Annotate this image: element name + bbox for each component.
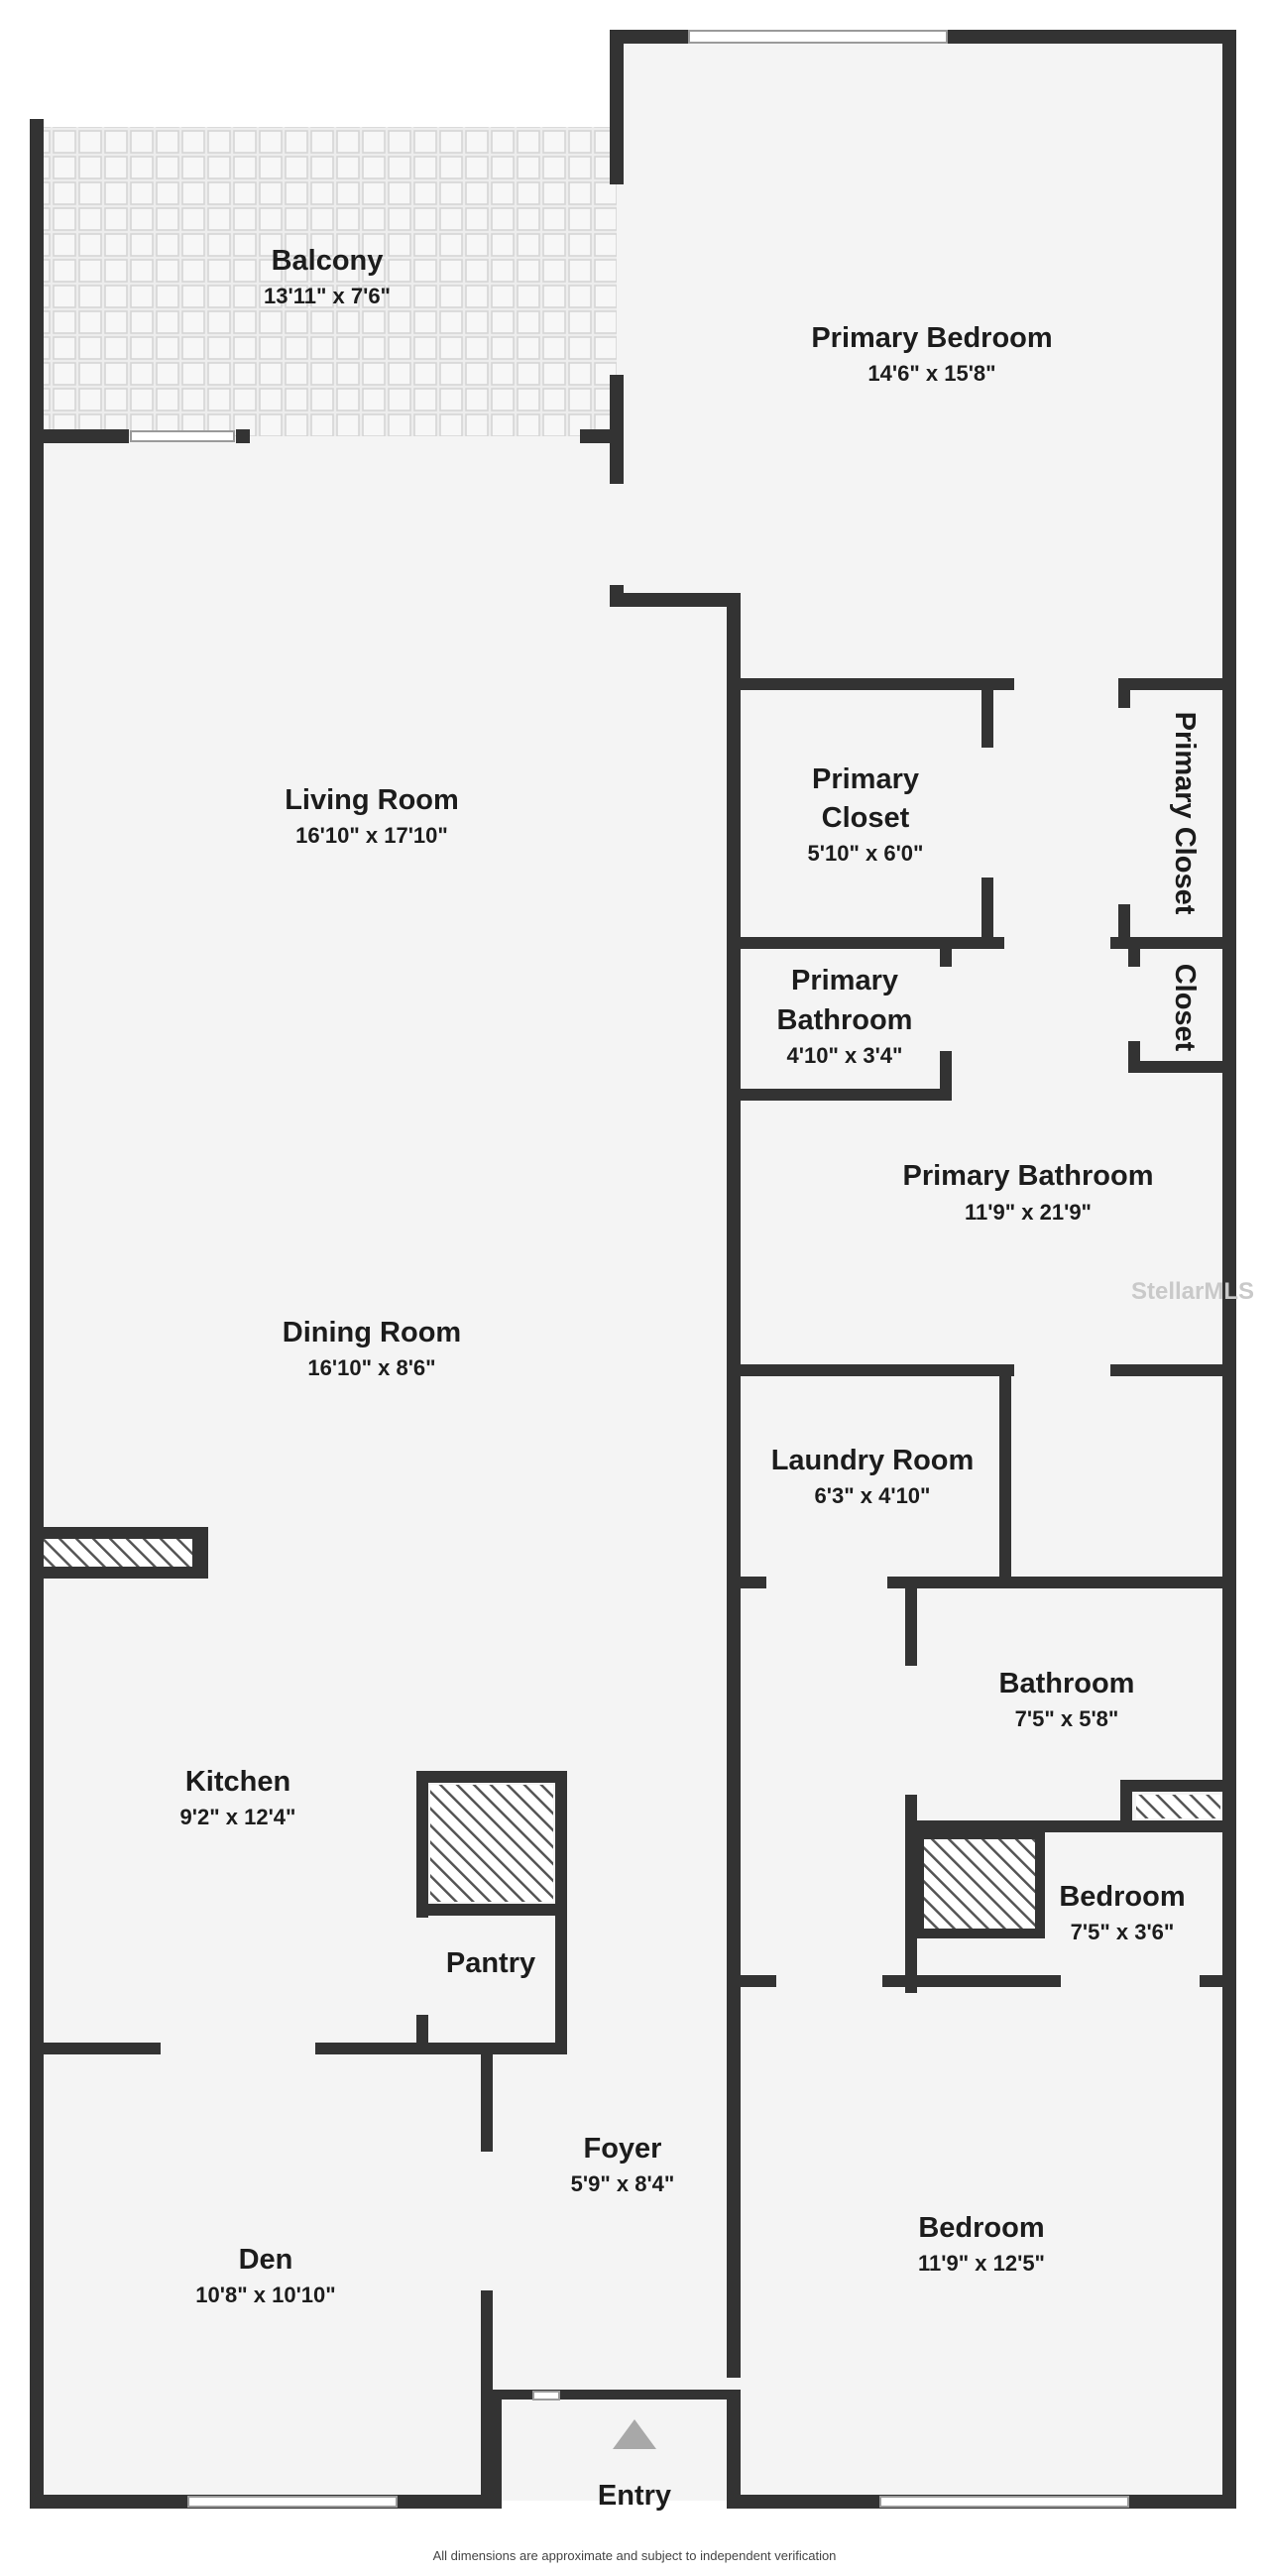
wall-bath-shelf-left	[1120, 1780, 1132, 1829]
wall-den-top-2	[315, 2043, 567, 2054]
wall-den-right-bot	[481, 2290, 493, 2509]
living-room-name: Living Room	[285, 784, 459, 816]
small-bedroom-dims: 7'5" x 3'6"	[1071, 1920, 1175, 1944]
dining-room-name: Dining Room	[283, 1317, 461, 1348]
hatch-bath-shelf	[1136, 1795, 1220, 1818]
wall-closet2-stub	[1110, 937, 1130, 949]
wall-entry-right	[727, 2390, 741, 2509]
foyer-dims: 5'9" x 8'4"	[571, 2171, 675, 2196]
pantry-name: Pantry	[446, 1947, 535, 1979]
window-balcony-living	[130, 430, 235, 442]
wall-laundry-right	[999, 1364, 1011, 1587]
wall-pbath-small-right-top	[940, 937, 952, 967]
primary-closet-vertical-name: Primary Closet	[1169, 712, 1201, 915]
den-dims: 10'8" x 10'10"	[195, 2283, 335, 2307]
wall-bath-left-top	[905, 1577, 917, 1666]
wall-primary-step	[610, 593, 739, 607]
windows	[130, 30, 1129, 2508]
wall-laundry-bottom-1	[727, 1577, 766, 1588]
wall-balcony-living-1	[30, 429, 129, 443]
wall-closet-left	[1128, 937, 1140, 967]
wall-primary-closet-right-top	[981, 678, 993, 748]
hatch-pantry	[430, 1785, 553, 1902]
wall-laundry-bottom-2	[887, 1577, 1236, 1588]
bedroom-name: Bedroom	[918, 2212, 1044, 2244]
wall-bedroom-top-3	[1200, 1975, 1236, 1987]
primary-closet-name-2: Closet	[822, 802, 910, 834]
bedroom-dims: 11'9" x 12'5"	[918, 2251, 1045, 2276]
primary-bedroom-dims: 14'6" x 15'8"	[867, 361, 995, 386]
wall-closet-left-bot	[1128, 1041, 1140, 1073]
wall-laundry-top	[727, 1364, 1014, 1376]
window-bedroom-bottom	[879, 2496, 1129, 2508]
wall-entry-top	[488, 2390, 741, 2400]
wall-spine	[727, 593, 741, 2378]
footer-disclaimer: All dimensions are approximate and subje…	[433, 2548, 837, 2563]
wall-pantry-left-top	[416, 1771, 428, 1918]
wall-den-right-top	[481, 2043, 493, 2152]
hatch-dining-closet	[44, 1539, 192, 1567]
entry-arrow-icon	[613, 2419, 656, 2449]
wall-closet-bottom	[1128, 1061, 1236, 1073]
primary-bathroom-name: Primary Bathroom	[902, 1160, 1153, 1192]
wall-primary-closet-right-bot	[981, 878, 993, 947]
primary-bathroom-small-name-1: Primary	[791, 965, 898, 996]
kitchen-dims: 9'2" x 12'4"	[180, 1805, 296, 1829]
wall-pantry-top	[416, 1771, 567, 1783]
primary-bathroom-dims: 11'9" x 21'9"	[965, 1200, 1092, 1225]
balcony-floor	[38, 127, 617, 436]
wall-primary-closet-bottom	[727, 937, 1004, 949]
wall-bath-shelf-top	[1120, 1780, 1236, 1792]
wall-bedroom-top-1	[727, 1975, 776, 1987]
room-labels: Balcony 13'11" x 7'6" Primary Bedroom 14…	[180, 245, 1201, 2512]
primary-closet-dims: 5'10" x 6'0"	[808, 841, 924, 866]
living-room-dims: 16'10" x 17'10"	[295, 823, 448, 848]
wall-primary-left-top	[610, 30, 624, 184]
hatch-small-bedroom	[914, 1829, 1045, 1938]
wall-balcony-living-2	[236, 429, 250, 443]
floors	[38, 38, 1227, 2501]
laundry-room-dims: 6'3" x 4'10"	[815, 1483, 931, 1508]
kitchen-name: Kitchen	[185, 1766, 290, 1798]
primary-closet-name-1: Primary	[812, 763, 919, 795]
wall-balcony-top	[30, 119, 44, 133]
wall-den-top-1	[30, 2043, 161, 2054]
entry-name: Entry	[598, 2480, 671, 2512]
primary-bathroom-small-dims: 4'10" x 3'4"	[787, 1043, 903, 1068]
den-name: Den	[239, 2244, 293, 2276]
wall-primary-bedroom-bottom-1	[727, 678, 1014, 690]
small-bedroom-name: Bedroom	[1059, 1881, 1185, 1913]
primary-bedroom-name: Primary Bedroom	[811, 322, 1052, 354]
balcony-dims: 13'11" x 7'6"	[264, 284, 391, 308]
window-den-bottom	[187, 2496, 398, 2508]
wall-right-outer	[1222, 30, 1236, 2509]
wall-pbath-small-right-bot	[940, 1051, 952, 1101]
wall-pantry-mid	[416, 1904, 567, 1916]
dining-room-dims: 16'10" x 8'6"	[307, 1355, 435, 1380]
wall-primary-left-mid	[610, 375, 624, 484]
balcony-name: Balcony	[272, 245, 384, 277]
wall-pbath-small-bottom	[727, 1089, 952, 1101]
wall-closet2-left-top	[1118, 678, 1130, 708]
bathroom-dims: 7'5" x 5'8"	[1015, 1706, 1119, 1731]
closet-vertical-name: Closet	[1169, 964, 1201, 1052]
window-primary-top	[688, 30, 948, 44]
foyer-name: Foyer	[584, 2133, 662, 2165]
wall-bedroom-top-2	[882, 1975, 1061, 1987]
bathroom-name: Bathroom	[999, 1668, 1135, 1699]
wall-closet2-bottom	[1110, 937, 1236, 949]
window-entry-sidelight	[532, 2391, 560, 2400]
wall-pbath-stub	[1110, 1364, 1236, 1376]
hatched-areas	[44, 1539, 1220, 1938]
watermark: StellarMLS	[1131, 1278, 1254, 1305]
wall-left-outer	[30, 119, 44, 2509]
laundry-room-name: Laundry Room	[771, 1445, 975, 1476]
wall-primary-bedroom-bottom-2	[1118, 678, 1236, 690]
primary-bathroom-small-name-2: Bathroom	[777, 1004, 913, 1036]
